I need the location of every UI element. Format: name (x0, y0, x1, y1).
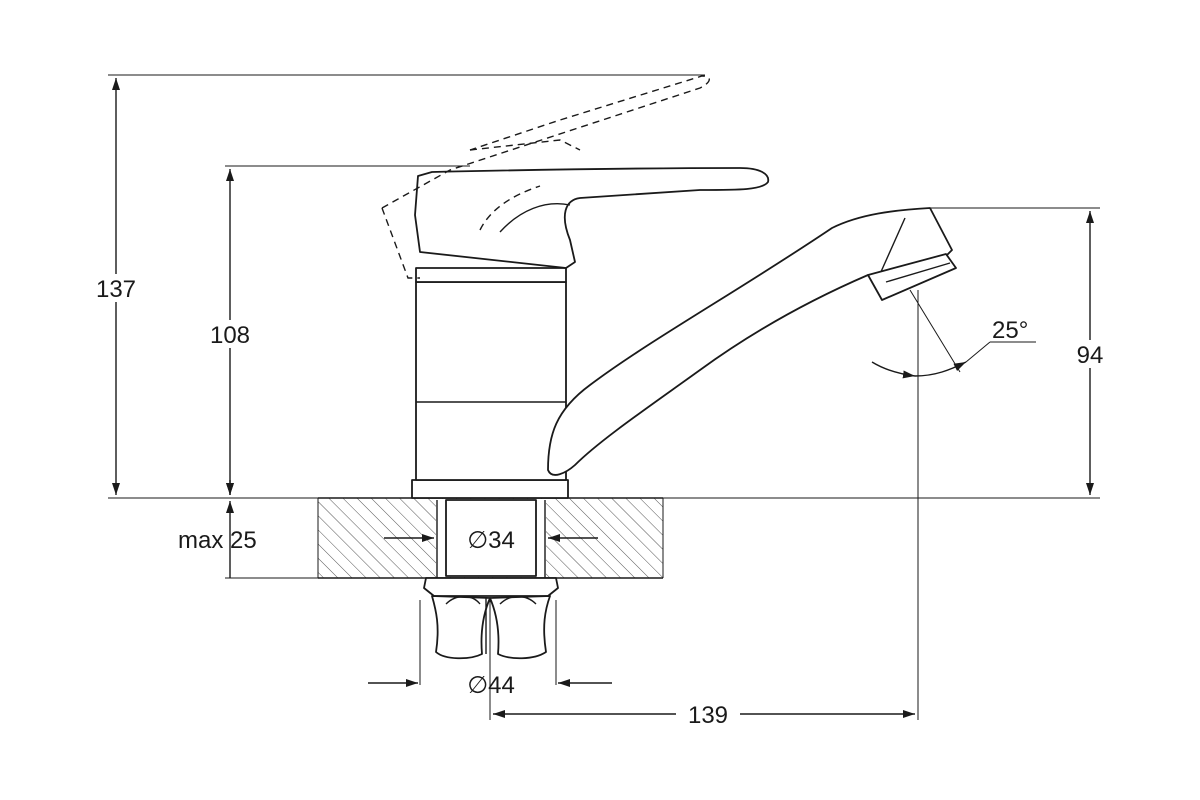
dimension-labels: 137 108 max 25 ∅34 ∅44 139 94 25° (88, 274, 1114, 729)
dim-spout-reach: 139 (688, 702, 728, 729)
dim-counter-thickness: max 25 (178, 527, 257, 554)
dim-shank-diameter: ∅34 (467, 527, 515, 554)
lever-handle-raised-outline (381, 75, 710, 279)
dim-total-height: 137 (96, 276, 136, 303)
mounting-shank (436, 499, 546, 578)
base-ring (411, 479, 569, 499)
spout (547, 207, 957, 476)
mounting-nut (423, 577, 559, 660)
dim-nut-diameter: ∅44 (467, 672, 515, 699)
dim-outlet-height: 94 (1077, 342, 1104, 369)
dim-outlet-angle: 25° (992, 317, 1028, 344)
lever-handle (414, 167, 770, 269)
faucet-body (415, 267, 567, 481)
extension-lines (108, 74, 1100, 720)
dim-spout-height: 108 (210, 322, 250, 349)
